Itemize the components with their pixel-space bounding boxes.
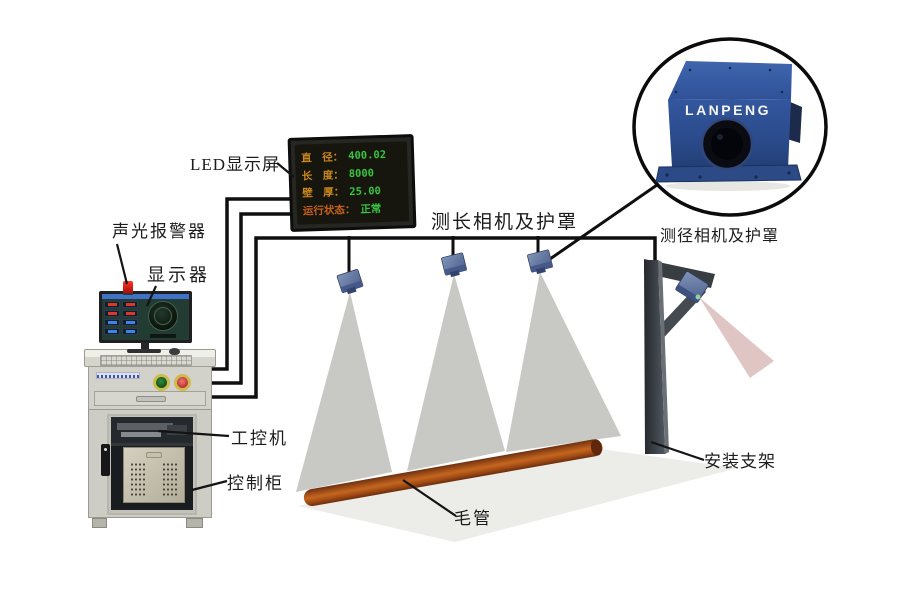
drawer-handle	[136, 396, 166, 402]
value-box	[122, 319, 138, 326]
inset-camera-top-face	[668, 61, 792, 100]
label-led-screen: LED显示屏	[190, 155, 281, 174]
led-status-label: 运行状态：	[302, 204, 356, 218]
label-length-camera: 测长相机及护罩	[431, 212, 579, 233]
length-camera-3	[527, 249, 553, 275]
inset-camera-lens-inner	[711, 128, 743, 160]
monitor-value-boxes	[104, 301, 139, 335]
diameter-camera-lens	[695, 294, 701, 300]
camera-beam-1	[296, 292, 392, 492]
label-control-cabinet: 控制柜	[227, 474, 284, 493]
inset-camera-screws	[665, 66, 791, 179]
led-screen: 直 径： 400.02 长 度： 8000 壁 厚： 25.00 运行状态： 正…	[294, 141, 410, 225]
label-monitor: 显示器	[147, 265, 210, 285]
cabinet-shelf	[111, 443, 193, 446]
equipment-part	[117, 423, 173, 430]
led-length-value: 8000	[348, 167, 375, 181]
monitor	[99, 291, 192, 343]
inset-camera-lens-glint	[717, 134, 723, 140]
cabinet-body	[88, 409, 212, 518]
length-camera-2	[441, 252, 467, 278]
industrial-pc	[123, 447, 185, 503]
floor-shadow	[298, 449, 738, 542]
bracket-post-edge	[658, 260, 669, 454]
monitor-gauge-ring	[154, 307, 172, 325]
monitor-gauge	[148, 301, 178, 331]
inset-camera-side-unit	[787, 101, 802, 143]
length-camera-1	[336, 269, 364, 295]
led-thickness-value: 25.00	[349, 184, 382, 198]
pipe-shape	[303, 439, 603, 507]
monitor-titlebar	[102, 294, 189, 299]
inset-camera-flange	[655, 164, 802, 183]
value-box	[104, 310, 120, 317]
camera-beam-3	[506, 272, 621, 452]
led-row-status: 运行状态： 正常	[303, 201, 403, 219]
label-pipe: 毛管	[454, 509, 492, 528]
pc-handle	[146, 452, 162, 458]
value-box	[122, 328, 138, 335]
cabinet-foot	[92, 518, 107, 528]
led-row-length: 长 度： 8000	[302, 165, 402, 183]
led-status-value: 正常	[360, 203, 382, 216]
value-box	[104, 328, 120, 335]
led-row-thickness: 壁 厚： 25.00	[302, 183, 402, 201]
cabinet-equipment	[111, 417, 193, 443]
inset-camera-shadow	[666, 181, 790, 191]
led-diameter-value: 400.02	[347, 149, 387, 163]
camera-beam-2	[407, 274, 505, 471]
mouse	[169, 348, 180, 355]
led-display: 直 径： 400.02 长 度： 8000 壁 厚： 25.00 运行状态： 正…	[287, 134, 417, 232]
monitor-readout-strip	[150, 334, 176, 338]
model-plate	[96, 372, 140, 379]
cable-to-led-1	[200, 197, 291, 371]
cabinet-door-handle	[101, 444, 110, 476]
cable-camera-rail	[200, 236, 657, 399]
label-ipc: 工控机	[231, 429, 288, 448]
diameter-camera	[675, 271, 709, 304]
label-alarm: 声光报警器	[112, 222, 207, 241]
label-diameter-camera: 测径相机及护罩	[660, 228, 780, 245]
value-box	[122, 310, 138, 317]
cabinet-foot	[186, 518, 203, 528]
inset-callout-line	[549, 183, 658, 261]
led-thickness-label: 壁 厚：	[302, 186, 345, 200]
equipment-part	[167, 425, 187, 435]
cabinet-drawer	[94, 391, 206, 406]
inset-camera-brand: LANPENG	[685, 102, 771, 118]
keyboard	[100, 355, 192, 366]
alarm-beacon	[123, 281, 133, 295]
pc-vent	[162, 462, 178, 498]
led-length-label: 长 度：	[301, 168, 344, 183]
equipment-part	[121, 432, 161, 437]
diameter-camera-beam	[699, 297, 774, 378]
led-diameter-label: 直 径：	[301, 151, 344, 165]
value-box	[104, 301, 120, 308]
cabinet-window	[111, 417, 193, 510]
monitor-stand	[141, 342, 149, 350]
value-box	[104, 319, 120, 326]
label-mount-bracket: 安装支架	[704, 452, 776, 471]
cable-to-led-2	[200, 212, 291, 385]
monitor-screen	[102, 294, 189, 340]
monitor-base	[127, 349, 161, 353]
value-box	[122, 301, 138, 308]
pc-vent	[130, 462, 146, 498]
start-button	[153, 374, 170, 391]
stop-button	[174, 374, 191, 391]
led-row-diameter: 直 径： 400.02	[301, 147, 401, 165]
